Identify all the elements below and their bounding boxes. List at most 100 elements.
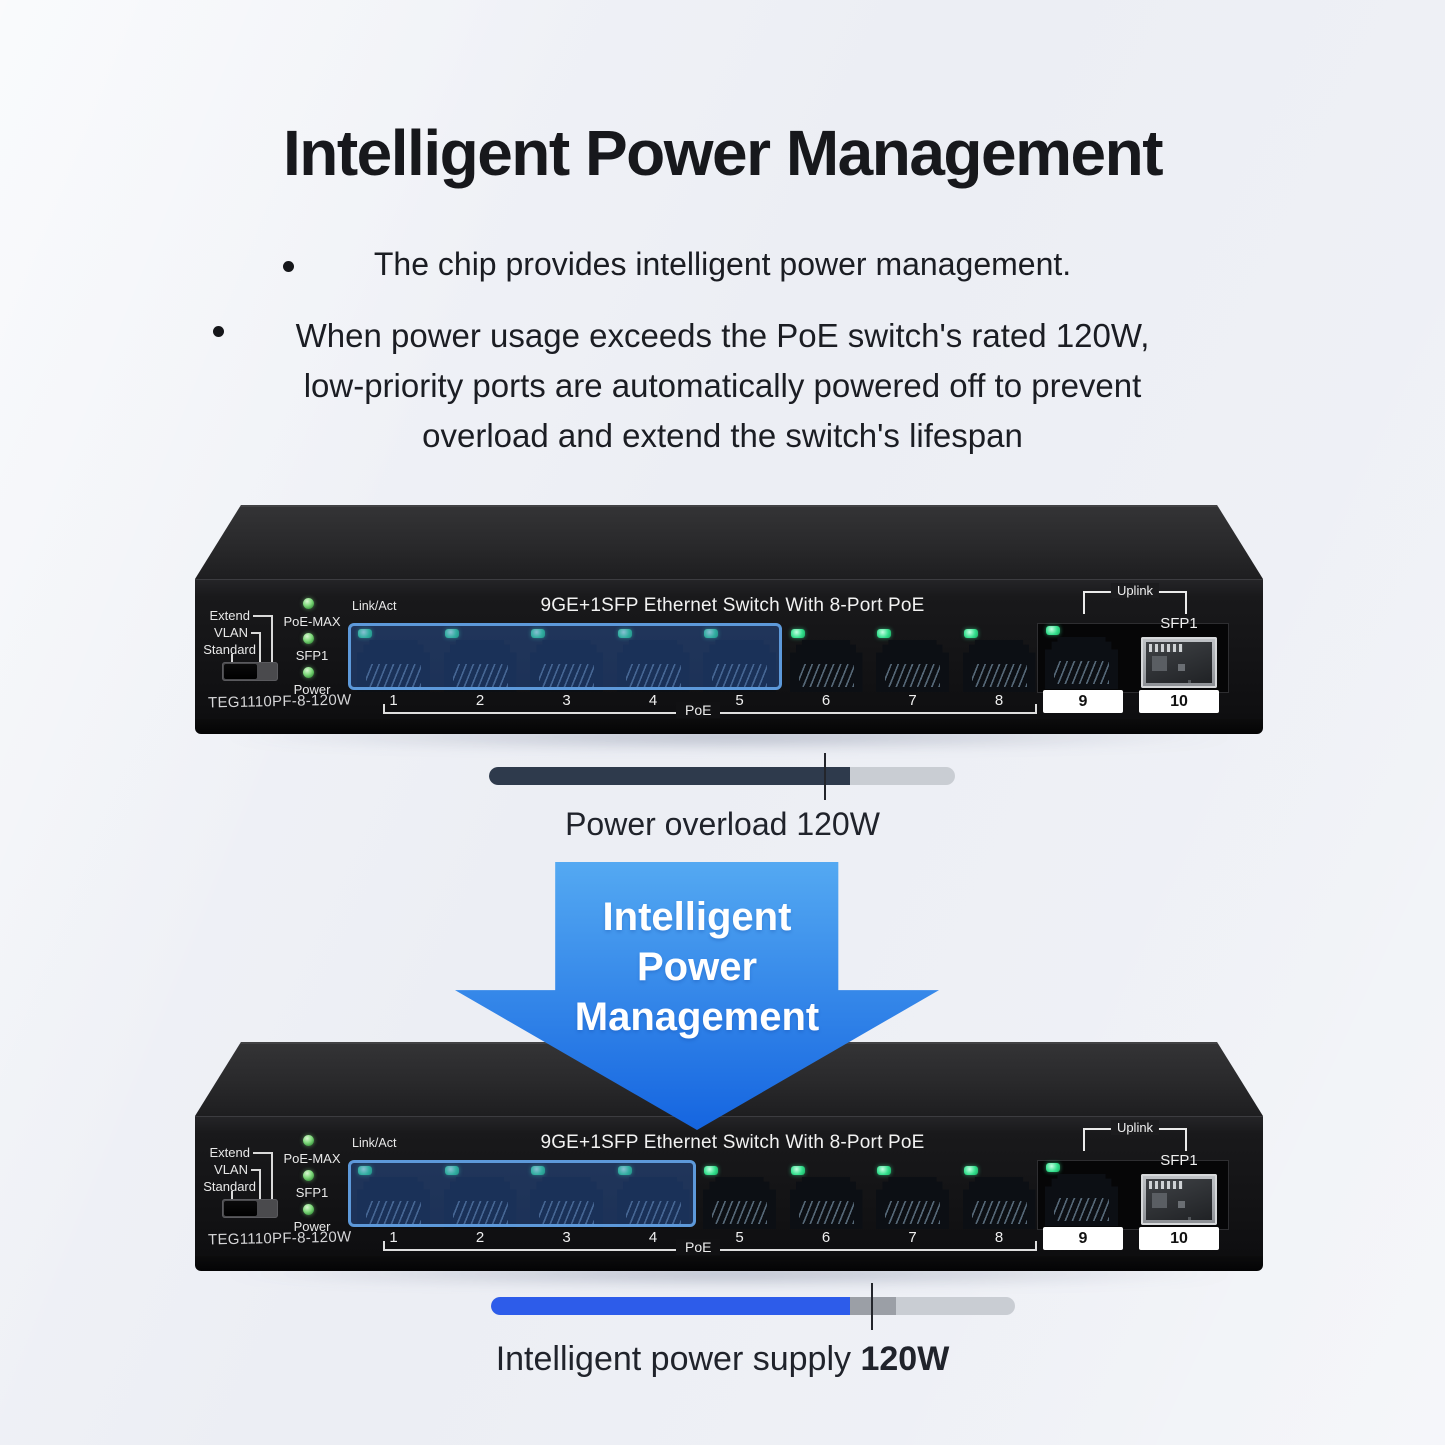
- mode-slider-switch: [222, 662, 278, 681]
- sfp1-port-label: SFP1: [1160, 1152, 1198, 1169]
- port-number-label: 2: [475, 692, 485, 709]
- port-number-label: 1: [389, 692, 398, 709]
- power-label: Power: [293, 1219, 331, 1234]
- bar-fill: [491, 1297, 850, 1315]
- rj45-port-6: [789, 1166, 863, 1229]
- sfp-port-icon: [1141, 1174, 1217, 1225]
- poe-max-led-icon: [303, 598, 314, 609]
- bullet-dot: [213, 326, 224, 337]
- rj45-port-1: [357, 629, 430, 692]
- port-number-label: 1: [389, 1229, 398, 1246]
- bar-track: [489, 767, 955, 785]
- rj45-pins: [366, 663, 421, 688]
- power-supply-bar: [491, 1283, 1015, 1330]
- port-led-icon: [963, 1166, 978, 1175]
- rj45-port-5: [703, 1166, 776, 1229]
- rj45-pins: [885, 1200, 940, 1225]
- mode-slider-switch: [222, 1199, 278, 1218]
- port-number-label: 4: [648, 692, 658, 709]
- port-led-icon: [877, 1166, 891, 1175]
- rj45-port-8: [962, 629, 1036, 692]
- poe-switch-overload: Extend VLAN Standard PoE-MAX SFP1 Power …: [195, 505, 1263, 747]
- rj45-pins: [1054, 660, 1109, 685]
- supply-caption-text: Intelligent power supply: [495, 1340, 861, 1378]
- rj45-jack-icon: [616, 1177, 690, 1229]
- rj45-jack-icon: [443, 640, 517, 692]
- port-number-label: 7: [908, 692, 917, 709]
- port-number-label: 6: [821, 692, 831, 709]
- bullet-dot: [283, 261, 294, 272]
- poe-group-label: PoE: [676, 702, 721, 718]
- sfp-cage-inner: [1146, 642, 1212, 683]
- rj45-pins: [625, 1200, 681, 1225]
- bracket-line: [271, 615, 273, 663]
- rj45-pins: [798, 1200, 854, 1225]
- port-number-label: 5: [735, 692, 744, 709]
- rj45-jack-icon: [876, 1177, 949, 1229]
- port-led-icon: [704, 629, 718, 638]
- sfp1-label: SFP1: [295, 1185, 329, 1200]
- rj45-jack-icon: [530, 1177, 603, 1229]
- rj45-port-4: [616, 1166, 690, 1229]
- panel-title: 9GE+1SFP Ethernet Switch With 8-Port PoE: [540, 1132, 925, 1153]
- supply-caption: Intelligent power supply 120W: [0, 1340, 1445, 1379]
- port-9-plate: 9: [1043, 690, 1123, 713]
- bullet-text-line: overload and extend the switch's lifespa…: [422, 417, 1023, 454]
- rj45-jack-icon: [876, 640, 949, 692]
- rj45-port-9: [1045, 626, 1118, 689]
- rj45-port-3: [530, 1166, 603, 1229]
- slider-knob: [224, 664, 257, 679]
- poe-max-led-icon: [303, 1135, 314, 1146]
- link-act-label: Link/Act: [352, 599, 397, 613]
- power-overload-bar: [489, 753, 955, 800]
- uplink-bracket: Uplink: [1083, 1120, 1187, 1151]
- switch-bottom-edge: [195, 1256, 1263, 1271]
- port-led-icon: [1046, 1163, 1060, 1172]
- bracket-line: [251, 1169, 260, 1171]
- switch-top-face: [195, 505, 1263, 579]
- port-number-label: 5: [735, 1229, 744, 1246]
- arrow-label-line: Intelligent: [602, 895, 792, 939]
- rj45-pins: [625, 663, 681, 688]
- port-led-icon: [444, 1166, 459, 1175]
- rj45-pins: [366, 1200, 421, 1225]
- rj45-jack-icon: [703, 640, 776, 692]
- rj45-port-3: [530, 629, 603, 692]
- mode-label-standard: Standard: [203, 1179, 256, 1194]
- sfp-cage-inner: [1146, 1179, 1212, 1220]
- rj45-port-7: [876, 629, 949, 692]
- port-led-icon: [531, 1166, 545, 1175]
- rj45-jack-icon: [962, 1177, 1036, 1229]
- poe-max-label: PoE-MAX: [283, 614, 341, 629]
- rj45-port-8: [962, 1166, 1036, 1229]
- uplink-label: Uplink: [1110, 583, 1160, 598]
- rj45-jack-icon: [530, 640, 603, 692]
- rj45-pins: [539, 663, 594, 688]
- rj45-jack-icon: [1045, 1174, 1118, 1226]
- threshold-tick: [870, 1283, 873, 1330]
- switch-bottom-edge: [195, 719, 1263, 734]
- power-label: Power: [293, 682, 331, 697]
- rj45-pins: [798, 663, 854, 688]
- rj45-jack-icon: [357, 640, 430, 692]
- sfp-port-icon: [1141, 637, 1217, 688]
- power-led-icon: [303, 667, 314, 678]
- rj45-pins: [452, 1200, 508, 1225]
- bracket-line: [259, 632, 261, 663]
- sfp1-label: SFP1: [295, 648, 329, 663]
- arrow-label-line: Management: [574, 995, 820, 1039]
- bracket-line: [271, 1152, 273, 1200]
- rj45-jack-icon: [1045, 637, 1118, 689]
- bar-track: [491, 1297, 1015, 1315]
- bar-fill: [489, 767, 851, 785]
- port-led-icon: [877, 629, 891, 638]
- mode-label-standard: Standard: [203, 642, 256, 657]
- mode-label-vlan: VLAN: [214, 1162, 248, 1177]
- poe-group-label: PoE: [676, 1239, 721, 1255]
- rj45-port-4: [616, 629, 690, 692]
- port-number-label: 7: [908, 1229, 917, 1246]
- port-number-label: 2: [475, 1229, 485, 1246]
- sfp1-port-label: SFP1: [1160, 615, 1198, 632]
- port-led-icon: [790, 1166, 805, 1175]
- rj45-jack-icon: [962, 640, 1036, 692]
